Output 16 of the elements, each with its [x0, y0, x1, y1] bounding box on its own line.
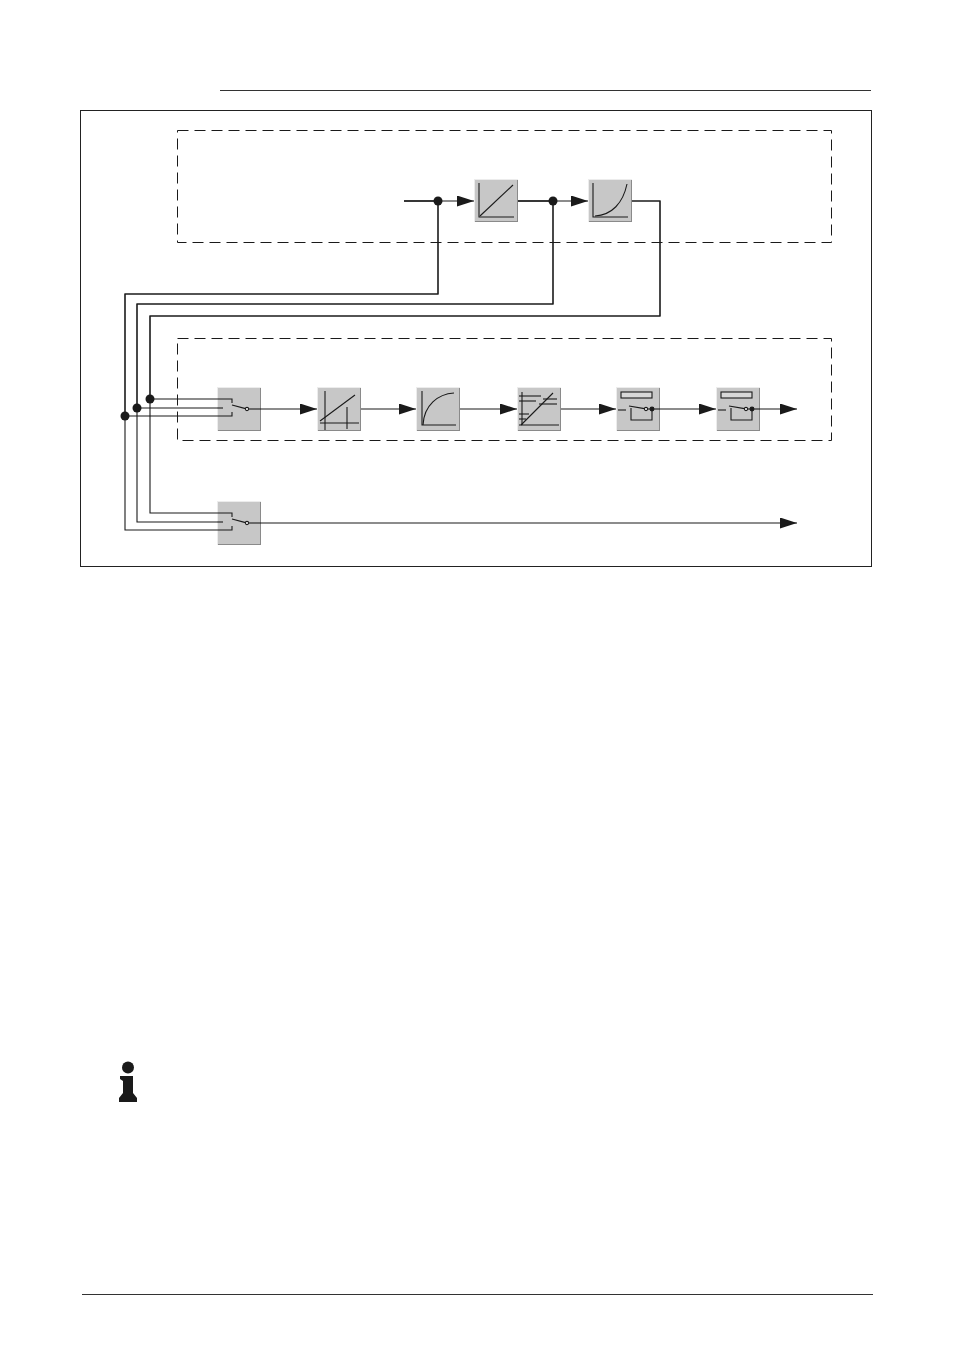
connector-line — [149, 200, 661, 514]
function-block — [616, 387, 660, 431]
arrow — [260, 403, 318, 415]
dashed-group-frame — [177, 130, 832, 243]
arrow — [260, 517, 798, 529]
arrow — [759, 403, 798, 415]
arrow — [560, 403, 617, 415]
function-block — [217, 501, 261, 545]
connector-line — [124, 200, 439, 531]
arrow — [659, 403, 717, 415]
function-block — [217, 387, 261, 431]
arrow — [360, 403, 417, 415]
connector-line — [136, 200, 554, 523]
function-block — [716, 387, 760, 431]
dashed-group-frame — [177, 338, 832, 441]
arrow — [459, 403, 518, 415]
